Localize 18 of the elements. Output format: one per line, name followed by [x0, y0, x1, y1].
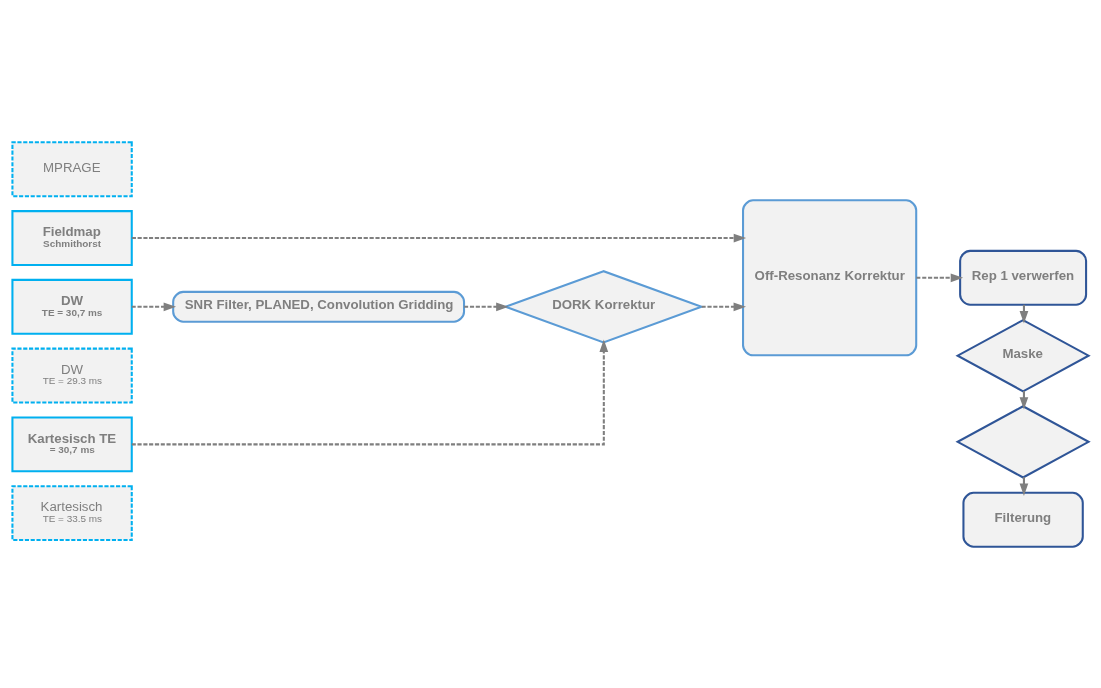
- node-box: MPRAGE: [11, 140, 133, 197]
- node-box: Rep 1 verwerfen: [959, 249, 1088, 306]
- node-diamond: Maske: [955, 318, 1091, 392]
- node-box: Kartesisch TE = 30,7 ms: [11, 415, 133, 472]
- arrow: [701, 301, 747, 311]
- node-box: DW TE = 30,7 ms: [11, 278, 133, 335]
- arrow: [131, 301, 177, 311]
- node-box: Fieldmap Schmithorst: [11, 209, 133, 266]
- node-box: Kartesisch TE = 33.5 ms: [11, 484, 133, 541]
- node-box: Filterung: [962, 491, 1084, 548]
- node-box: DW TE = 29.3 ms: [11, 347, 133, 404]
- arrow: [916, 272, 964, 282]
- node-box: Off-Resonanz Korrektur: [742, 198, 918, 356]
- arrow: [131, 233, 747, 242]
- node-diamond: [955, 404, 1091, 479]
- node-box: SNR Filter, PLANED, Convolution Gridding: [172, 290, 466, 323]
- arrow: [131, 338, 609, 445]
- arrow: [464, 301, 509, 311]
